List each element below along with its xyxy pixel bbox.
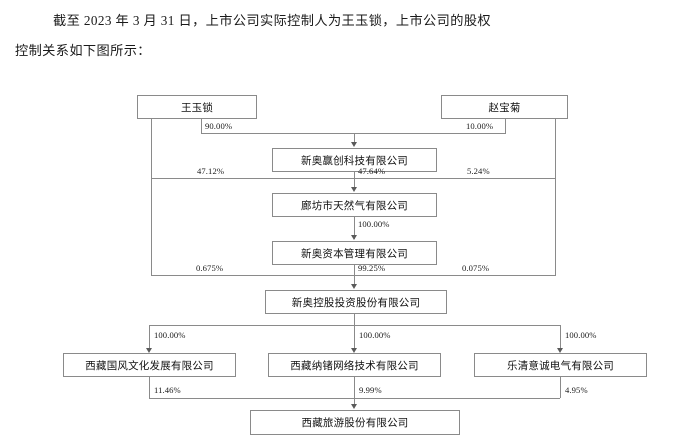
arrowhead-to-langfang [351,187,357,192]
rail-zhao-inner [505,119,506,133]
rail-wang-inner [201,119,202,133]
page-root: 截至 2023 年 3 月 31 日，上市公司实际控制人为王玉锁，上市公司的股权… [0,13,700,435]
pct-zhao-to-holding: 0.075% [462,263,490,273]
connector-bar-to-yingchuang [201,133,506,134]
node-zhao-baoju[interactable]: 赵宝菊 [441,95,568,119]
branch-to-guofeng [149,325,150,350]
pct-holding-to-guofeng: 100.00% [154,330,186,340]
arrowhead-to-capital [351,235,357,240]
rail-zhao-outer [555,119,556,275]
branch-to-nage [354,325,355,350]
pct-wang-to-langfang: 47.12% [197,166,225,176]
connector-langfang-to-capital [354,217,355,239]
pct-yingchuang-to-langfang: 47.64% [358,166,386,176]
drop-guofeng-to-mergebar [149,377,150,398]
connector-bar-to-holding [151,275,556,276]
pct-zhao-to-langfang: 5.24% [467,166,490,176]
node-xizang-guofeng[interactable]: 西藏国风文化发展有限公司 [63,353,236,377]
branch-to-leqing [560,325,561,350]
drop-to-tourism [354,398,355,406]
node-xinao-yingchuang[interactable]: 新奥赢创科技有限公司 [272,148,437,172]
drop-holding-to-fanbar [354,314,355,325]
node-xinao-capital[interactable]: 新奥资本管理有限公司 [272,241,437,265]
paragraph-line-1: 截至 2023 年 3 月 31 日，上市公司实际控制人为王玉锁，上市公司的股权 [53,13,491,28]
pct-wang-to-holding: 0.675% [196,263,224,273]
node-leqing-yicheng[interactable]: 乐清意诚电气有限公司 [474,353,647,377]
node-xizang-nage[interactable]: 西藏纳锗网络技术有限公司 [268,353,441,377]
arrowhead-to-guofeng [146,348,152,353]
pct-guofeng-to-tourism: 11.46% [154,385,181,395]
drop-leqing-to-mergebar [560,377,561,398]
ownership-structure-diagram: 王玉锁 赵宝菊 90.00% 10.00% 新奥赢创科技有限公司 47.12% … [0,80,700,435]
arrowhead-to-leqing [557,348,563,353]
arrowhead-to-yingchuang [351,142,357,147]
pct-holding-to-leqing: 100.00% [565,330,597,340]
drop-to-holding [354,275,355,285]
drop-to-langfang [354,178,355,188]
drop-capital-to-bar [354,265,355,275]
rail-wang-outer [151,119,152,275]
arrowhead-to-tourism [351,404,357,409]
drop-nage-to-mergebar [354,377,355,398]
pct-leqing-to-tourism: 4.95% [565,385,588,395]
paragraph-line-2: 控制关系如下图所示： [15,43,151,58]
arrowhead-to-nage [351,348,357,353]
pct-nage-to-tourism: 9.99% [359,385,382,395]
node-xizang-tourism[interactable]: 西藏旅游股份有限公司 [250,410,460,435]
drop-yingchuang-to-bar [354,172,355,178]
pct-wang-to-yingchuang: 90.00% [205,121,233,131]
node-wang-yusuo[interactable]: 王玉锁 [137,95,257,119]
connector-bar-to-langfang [151,178,556,179]
drop-to-yingchuang [354,133,355,143]
arrowhead-to-holding [351,284,357,289]
pct-zhao-to-yingchuang: 10.00% [466,121,494,131]
pct-capital-to-holding: 99.25% [358,263,386,273]
node-langfang-gas[interactable]: 廊坊市天然气有限公司 [272,193,437,217]
pct-langfang-to-capital: 100.00% [358,219,390,229]
pct-holding-to-nage: 100.00% [359,330,391,340]
node-xinao-holding[interactable]: 新奥控股投资股份有限公司 [265,290,447,314]
